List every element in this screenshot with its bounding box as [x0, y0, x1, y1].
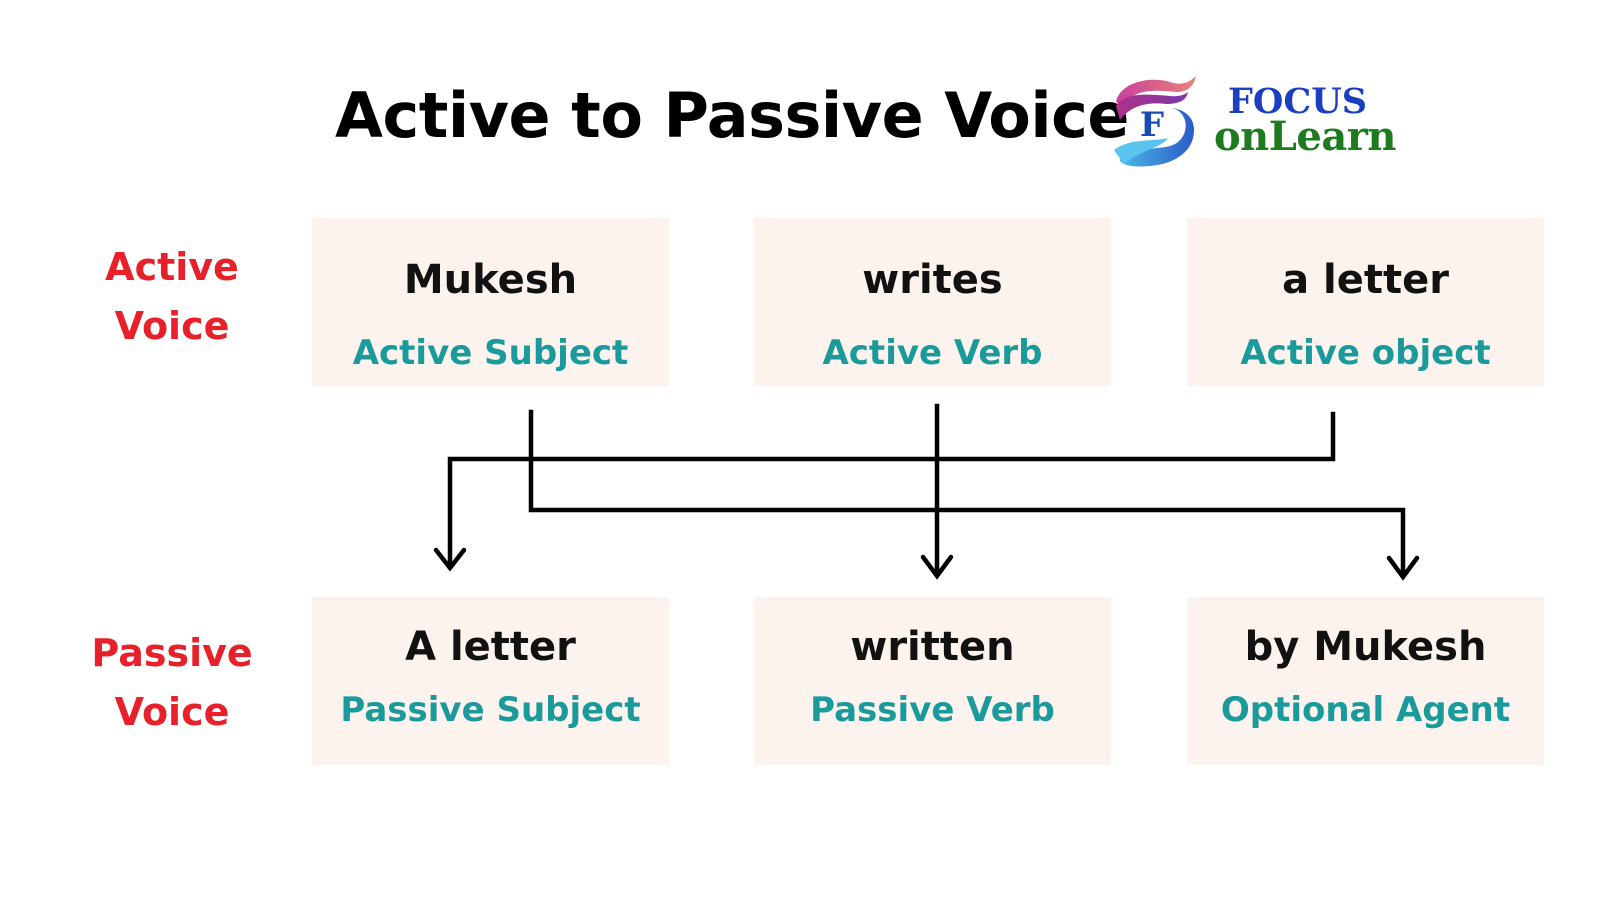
optional-agent-caption: Optional Agent — [1220, 690, 1511, 730]
logo-wave-f-icon: F — [1114, 76, 1196, 167]
active-subject-box: Mukesh Active Subject — [312, 218, 669, 386]
page-title: Active to Passive Voice — [335, 79, 1129, 152]
active-verb-word: writes — [862, 257, 1003, 303]
passive-voice-label: Passive Voice — [72, 624, 272, 742]
arrow-object-to-subject — [447, 411, 1336, 569]
active-object-caption: Active object — [1240, 333, 1491, 373]
logo-text-focus: FOCUS — [1228, 81, 1367, 122]
passive-voice-label-line1: Passive — [91, 631, 253, 675]
arrow-subject-to-agent — [528, 409, 1406, 578]
passive-voice-label-line2: Voice — [114, 690, 230, 734]
arrowhead-object-to-subject-icon — [433, 547, 467, 572]
active-verb-box: writes Active Verb — [754, 218, 1111, 386]
arrowhead-verb-to-verb-icon — [920, 554, 954, 580]
logo-text-onlearn: onLearn — [1214, 113, 1396, 160]
active-verb-caption: Active Verb — [822, 333, 1043, 373]
active-voice-label-line1: Active — [105, 245, 239, 289]
focusonlearn-logo: F FOCUS onLearn — [1110, 72, 1410, 172]
active-voice-label-line2: Voice — [114, 304, 230, 348]
optional-agent-box: by Mukesh Optional Agent — [1187, 597, 1544, 765]
arrowhead-subject-to-agent-icon — [1386, 555, 1420, 581]
passive-subject-caption: Passive Subject — [340, 690, 641, 730]
passive-verb-box: written Passive Verb — [754, 597, 1111, 765]
active-object-box: a letter Active object — [1187, 218, 1544, 386]
optional-agent-word: by Mukesh — [1244, 624, 1487, 670]
active-subject-word: Mukesh — [403, 257, 578, 303]
active-object-word: a letter — [1282, 257, 1449, 303]
passive-verb-caption: Passive Verb — [810, 690, 1055, 730]
active-voice-label: Active Voice — [72, 238, 272, 356]
passive-verb-word: written — [850, 624, 1015, 670]
passive-subject-box: A letter Passive Subject — [312, 597, 669, 765]
svg-text:F: F — [1140, 105, 1164, 145]
passive-subject-word: A letter — [405, 624, 576, 670]
active-subject-caption: Active Subject — [352, 333, 629, 373]
